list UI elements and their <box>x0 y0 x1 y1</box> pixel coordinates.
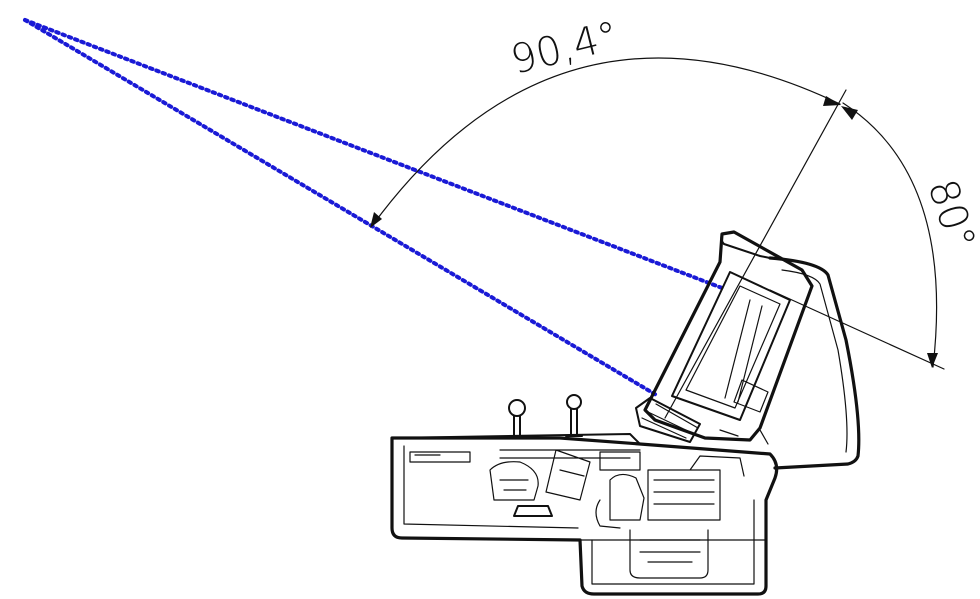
dimension-lines <box>370 57 945 419</box>
projector-assembly <box>390 230 861 596</box>
head-bracket <box>719 379 769 445</box>
reference-line-shallow <box>769 289 945 370</box>
lower-housing-details <box>595 499 709 579</box>
tilted-head <box>643 230 814 442</box>
foot-mount <box>513 505 553 517</box>
control-knob-right <box>565 394 583 437</box>
arrowhead-90-right <box>823 96 841 106</box>
rear-tower-inner <box>781 269 848 453</box>
projection-beams <box>23 18 724 398</box>
tilted-head-lens-inner <box>685 285 781 409</box>
beam-lower <box>23 18 660 398</box>
angle-label-80: 80° <box>918 174 980 256</box>
base-top-edge <box>391 433 641 445</box>
arrowhead-80-top <box>841 106 858 120</box>
arrowhead-80-bottom <box>927 353 938 368</box>
beam-upper <box>23 18 724 290</box>
arrowhead-90-left <box>370 212 382 228</box>
base-inner-outline <box>403 445 755 585</box>
internal-mechanism <box>409 449 745 521</box>
control-knob-left <box>507 399 527 439</box>
angle-arc-90-4 <box>371 57 841 227</box>
head-cap <box>720 233 771 259</box>
lens-barrel <box>635 397 701 443</box>
base-body <box>390 436 779 596</box>
lens-barrel-rings <box>641 403 699 439</box>
angle-arc-80 <box>842 102 938 368</box>
rear-tower <box>768 256 861 470</box>
tilted-head-lens-frame <box>671 271 791 421</box>
